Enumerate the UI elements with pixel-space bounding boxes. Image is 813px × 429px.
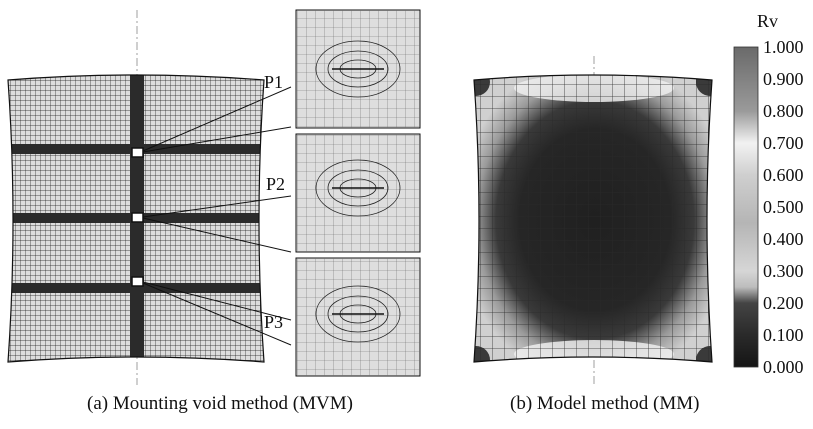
colorbar: Rv 1.000 0.900 0.800 0.700 0.600 0.500 0.400 0.… <box>733 11 804 377</box>
colorbar-tick-label: 0.600 <box>763 165 804 185</box>
colorbar-tick-label: 0.000 <box>763 357 804 377</box>
zoom-inset-p3 <box>295 257 421 377</box>
caption-mvm: (a) Mounting void method (MVM) <box>87 393 353 414</box>
colorbar-tick-label: 0.200 <box>763 293 804 313</box>
leader-p2 <box>142 195 292 218</box>
label-p3: P3 <box>264 312 283 332</box>
colorbar-tick-label: 0.900 <box>763 69 804 89</box>
zoom-inset-p1 <box>295 9 421 129</box>
colorbar-tick-label: 1.000 <box>763 37 804 57</box>
caption-mm: (b) Model method (MM) <box>510 393 700 414</box>
label-p1: P1 <box>264 72 283 92</box>
label-p2: P2 <box>266 174 285 194</box>
band-3 <box>8 283 264 293</box>
zoom-inset-p2 <box>295 133 421 253</box>
colorbar-scale <box>733 46 759 368</box>
mm-mesh <box>474 75 712 362</box>
leader-p1 <box>142 86 292 152</box>
colorbar-tick-label: 0.700 <box>763 133 804 153</box>
leader-p3 <box>142 281 292 321</box>
mvm-panel: P1 P2 P3 <box>7 9 421 385</box>
mm-panel <box>473 56 713 385</box>
colorbar-tick-label: 0.400 <box>763 229 804 249</box>
colorbar-tick-label: 0.100 <box>763 325 804 345</box>
colorbar-title: Rv <box>757 11 778 31</box>
void-marker-p1 <box>131 147 144 158</box>
void-marker-p2 <box>131 212 144 223</box>
colorbar-tick-label: 0.300 <box>763 261 804 281</box>
colorbar-tick-label: 0.500 <box>763 197 804 217</box>
colorbar-tick-label: 0.800 <box>763 101 804 121</box>
void-marker-p3 <box>131 276 144 287</box>
